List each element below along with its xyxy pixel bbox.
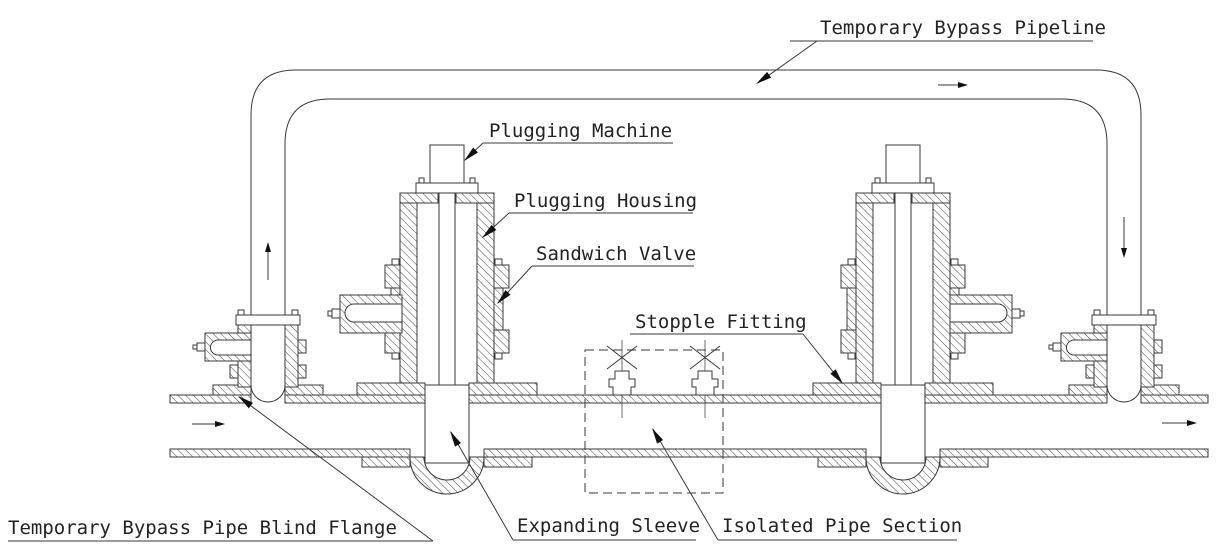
leader-arrow-plugging-machine bbox=[464, 147, 478, 161]
flow-arrow-main-outlet bbox=[1162, 420, 1197, 426]
flow-arrow-bypass-top bbox=[938, 82, 968, 88]
vent-fitting-right bbox=[689, 339, 721, 419]
flow-arrows bbox=[192, 82, 1197, 427]
label-expanding-sleeve: Expanding Sleeve bbox=[450, 431, 700, 541]
leader-arrow-plugging-housing bbox=[482, 224, 497, 238]
label-sandwich-valve: Sandwich Valve bbox=[497, 243, 696, 304]
isolated-pipe-section-box bbox=[584, 339, 724, 494]
label-plugging-housing: Plugging Housing bbox=[482, 190, 697, 238]
label-text-bypass-pipeline: Temporary Bypass Pipeline bbox=[820, 17, 1106, 39]
leader-arrow-bypass-pipeline bbox=[756, 71, 772, 84]
flow-arrow-main-inlet bbox=[192, 421, 225, 427]
leader-arrow-blind-flange bbox=[238, 396, 253, 409]
label-plugging-machine: Plugging Machine bbox=[464, 120, 673, 161]
label-text-stopple-fitting: Stopple Fitting bbox=[635, 311, 807, 333]
main-pipeline bbox=[169, 394, 1209, 458]
leader-arrow-stopple-fitting bbox=[830, 369, 843, 384]
right-bypass-riser bbox=[1048, 309, 1180, 403]
isolation-boundary bbox=[584, 349, 724, 494]
label-isolated-pipe-section: Isolated Pipe Section bbox=[652, 428, 962, 541]
label-text-plugging-machine: Plugging Machine bbox=[489, 120, 672, 142]
label-text-plugging-housing: Plugging Housing bbox=[514, 190, 697, 212]
label-text-expanding-sleeve: Expanding Sleeve bbox=[517, 515, 700, 537]
label-stopple-fitting: Stopple Fitting bbox=[630, 311, 843, 384]
leader-arrow-isolated-pipe-section bbox=[652, 428, 664, 444]
left-bypass-riser bbox=[192, 309, 324, 403]
label-text-sandwich-valve: Sandwich Valve bbox=[536, 243, 696, 265]
right-plugging-assembly bbox=[812, 144, 1025, 495]
leader-arrow-expanding-sleeve bbox=[450, 431, 461, 447]
right-sandwich-valve-port bbox=[949, 294, 1025, 334]
vent-fitting-left bbox=[606, 339, 638, 419]
flow-arrow-riser-down bbox=[1121, 217, 1127, 258]
temporary-bypass-pipeline bbox=[250, 69, 1142, 315]
flow-arrow-riser-up bbox=[265, 242, 271, 280]
label-text-blind-flange: Temporary Bypass Pipe Blind Flange bbox=[8, 517, 397, 539]
left-sandwich-valve-port bbox=[327, 294, 403, 334]
label-temporary-bypass-pipeline: Temporary Bypass Pipeline bbox=[756, 17, 1106, 84]
leader-arrow-sandwich-valve bbox=[497, 290, 511, 304]
label-temporary-bypass-pipe-blind-flange: Temporary Bypass Pipe Blind Flange bbox=[8, 396, 434, 542]
left-plugging-assembly bbox=[327, 144, 538, 495]
label-text-isolated-pipe-section: Isolated Pipe Section bbox=[722, 515, 962, 537]
